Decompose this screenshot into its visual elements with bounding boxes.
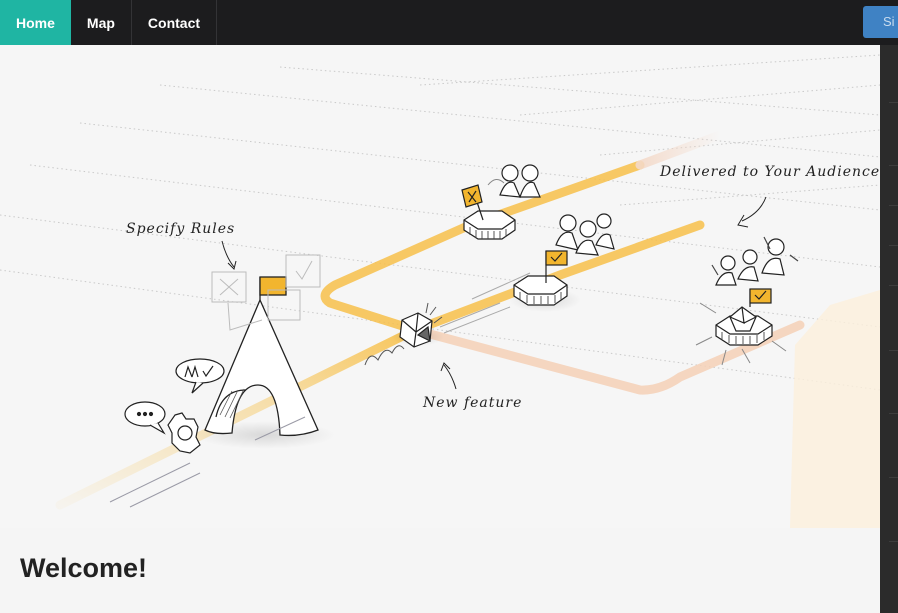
hero-illustration: Specify Rules New feature Delivered to Y…	[0, 45, 880, 528]
label-new-feature: New feature	[423, 395, 523, 411]
sign-in-button[interactable]: Si	[863, 6, 898, 38]
strip-divider	[889, 350, 898, 351]
approved-node	[509, 213, 615, 312]
hero-sketch	[0, 54, 880, 528]
strip-divider	[889, 477, 898, 478]
rejected-node	[461, 164, 541, 240]
strip-divider	[889, 205, 898, 206]
strip-divider	[889, 541, 898, 542]
page-scrollbar[interactable]	[880, 45, 898, 613]
new-feature-node	[364, 272, 531, 366]
page-title: Welcome!	[20, 553, 148, 583]
perspective-grid	[0, 54, 880, 391]
nav-item-home[interactable]: Home	[0, 0, 71, 45]
main-nav: Home Map Contact	[0, 0, 898, 45]
nav-item-map[interactable]: Map	[71, 0, 132, 45]
top-nav-bar: Home Map Contact Si	[0, 0, 898, 45]
feature-roads	[55, 130, 805, 510]
audience-node	[695, 236, 799, 366]
ground-lines	[109, 416, 306, 508]
nav-item-contact[interactable]: Contact	[132, 0, 218, 45]
gear-sketch	[167, 412, 201, 454]
strip-divider	[889, 413, 898, 414]
strip-divider	[889, 165, 898, 166]
speech-bubbles	[124, 358, 225, 435]
annotation-arrows	[221, 196, 767, 390]
strip-divider	[889, 285, 898, 286]
rule-boxes	[211, 254, 321, 331]
strip-divider	[889, 245, 898, 246]
ghost-logo-shape	[790, 290, 880, 528]
strip-divider	[889, 102, 898, 103]
label-delivered: Delivered to Your Audience	[660, 164, 880, 180]
label-specify-rules: Specify Rules	[126, 221, 236, 237]
